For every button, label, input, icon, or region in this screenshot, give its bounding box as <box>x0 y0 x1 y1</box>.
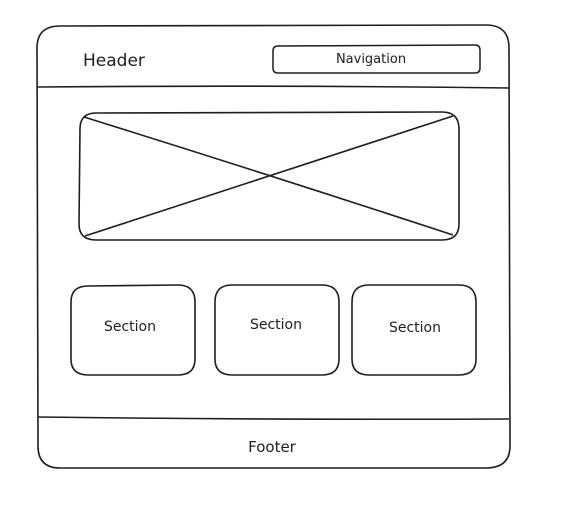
page-frame <box>36 24 511 469</box>
section-card: Section <box>351 284 477 376</box>
image-placeholder-frame <box>78 111 460 241</box>
navigation-label: Navigation <box>336 52 406 67</box>
header-divider <box>37 85 510 89</box>
header-title: Header <box>83 51 145 71</box>
section-label: Section <box>104 319 156 335</box>
section-card: Section <box>70 284 196 376</box>
footer-divider <box>37 416 510 421</box>
section-frame <box>214 284 340 376</box>
x-placeholder-icon <box>83 115 454 237</box>
section-frame <box>351 284 477 376</box>
section-label: Section <box>250 317 302 333</box>
section-frame <box>70 284 196 376</box>
section-card: Section <box>214 284 340 376</box>
image-placeholder <box>78 111 460 241</box>
footer-label: Footer <box>248 438 297 456</box>
section-label: Section <box>389 320 441 336</box>
navigation-frame <box>272 44 481 74</box>
navigation-bar[interactable]: Navigation <box>272 44 481 74</box>
